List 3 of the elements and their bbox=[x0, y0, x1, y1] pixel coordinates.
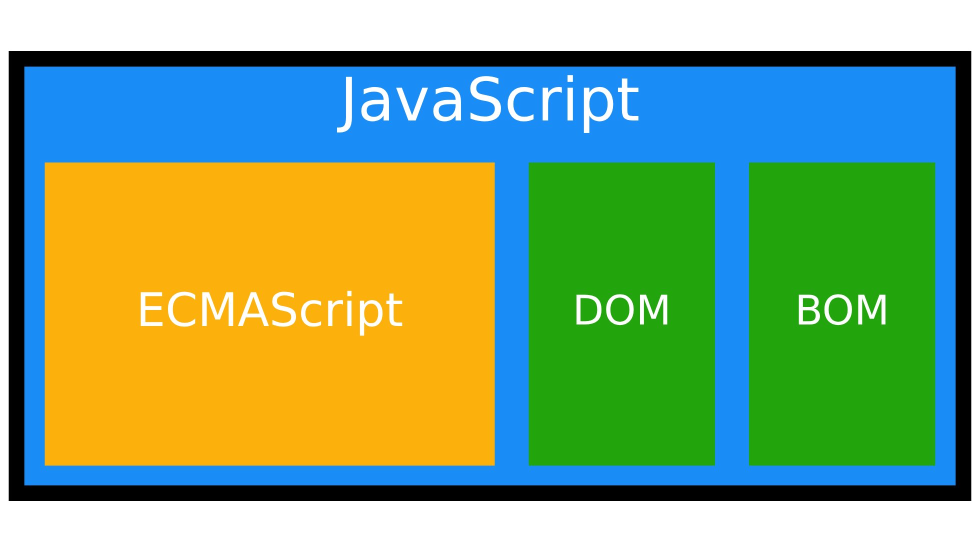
node-box: ECMAScript bbox=[44, 162, 495, 466]
node-box: BOM bbox=[749, 162, 936, 466]
node-box: DOM bbox=[528, 162, 715, 466]
